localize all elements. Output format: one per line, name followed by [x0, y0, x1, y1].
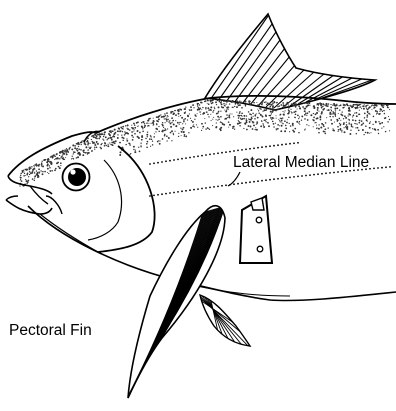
tag-plate	[240, 196, 272, 263]
pectoral-fin-label: Pectoral Fin	[9, 323, 92, 339]
eye	[63, 164, 90, 191]
pelvic-fin	[200, 295, 250, 350]
lateral-median-line-label: Lateral Median Line	[233, 155, 369, 171]
head	[6, 146, 155, 252]
